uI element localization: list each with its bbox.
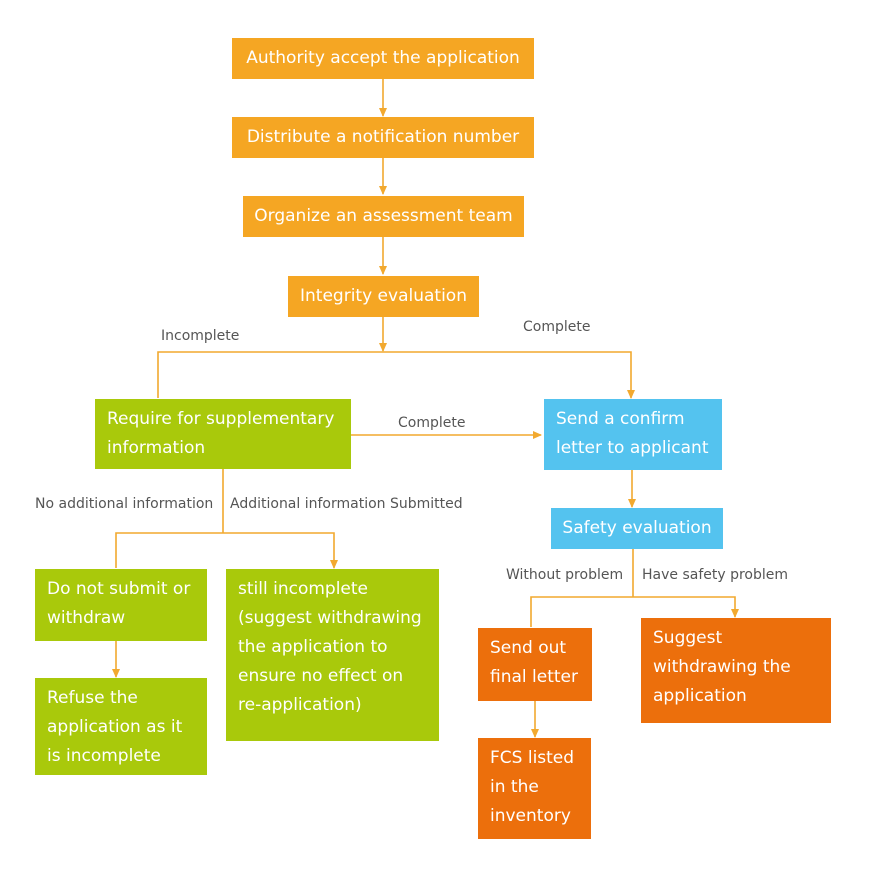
node-suggest-withdrawing: Suggest withdrawing the application — [641, 618, 831, 723]
node-still-incomplete: still incomplete (suggest withdrawing th… — [226, 569, 439, 741]
label-complete-top: Complete — [523, 319, 591, 335]
node-refuse-application: Refuse the application as it is incomple… — [35, 678, 207, 775]
line-integrity-branch — [157, 351, 635, 399]
label-have-safety-problem: Have safety problem — [642, 567, 789, 583]
node-not-submit-withdraw: Do not submit or withdraw — [35, 569, 207, 641]
node-organize-team: Organize an assessment team — [243, 196, 524, 237]
node-send-final-letter: Send out final letter — [478, 628, 592, 701]
node-send-confirm-letter: Send a confirm letter to applicant — [544, 399, 722, 470]
node-safety-evaluation: Safety evaluation — [551, 508, 723, 549]
node-require-supplementary: Require for supplementary information — [95, 399, 351, 469]
node-integrity-evaluation: Integrity evaluation — [288, 276, 479, 317]
label-incomplete: Incomplete — [161, 328, 240, 344]
label-without-problem: Without problem — [506, 567, 624, 583]
node-authority-accept: Authority accept the application — [232, 38, 534, 79]
label-complete-mid: Complete — [398, 415, 466, 431]
label-no-additional-information: No additional information — [35, 496, 214, 512]
line-require-branch — [115, 532, 338, 569]
node-distribute-number: Distribute a notification number — [232, 117, 534, 158]
label-additional-information-submitted: Additional information Submitted — [230, 496, 463, 512]
node-fcs-listed: FCS listed in the inventory — [478, 738, 591, 839]
line-safety-branch — [530, 596, 739, 627]
